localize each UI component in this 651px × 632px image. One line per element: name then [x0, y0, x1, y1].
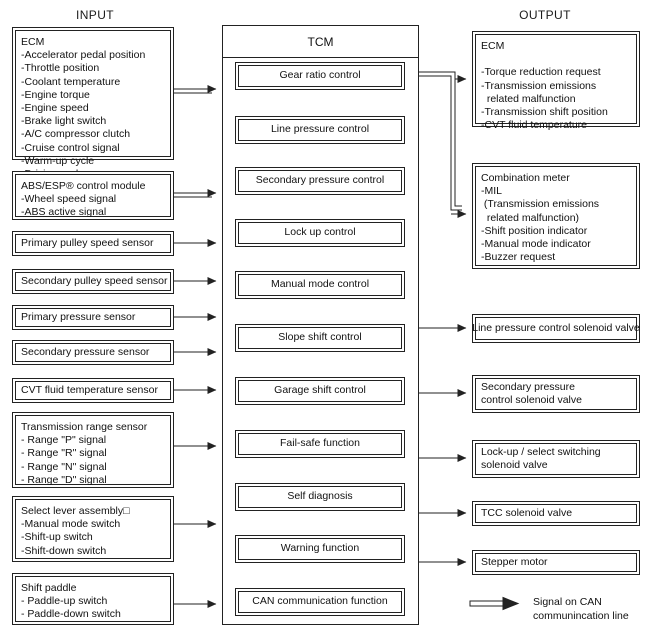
input-block-shift-paddle[interactable]: Shift paddle - Paddle-up switch - Paddle… [12, 573, 174, 625]
tcm-function-manual-mode-control-label: Manual mode control [270, 278, 370, 291]
input-block-secondary-pulley-speed-sensor-text: Secondary pulley speed sensor [21, 274, 168, 287]
output-block-combination-meter-text: Combination meter -MIL (Transmission emi… [481, 172, 600, 264]
tcm-function-secondary-pressure-control-label: Secondary pressure control [255, 174, 385, 187]
input-block-ecm-text: ECM -Accelerator pedal position -Throttl… [21, 36, 146, 180]
input-block-transmission-range-sensor-text: Transmission range sensor - Range "P" si… [21, 421, 148, 486]
tcm-function-can-communication-function-label: CAN communication function [252, 595, 388, 608]
output-block-stepper-motor[interactable]: Stepper motor [472, 550, 640, 575]
output-block-line-pressure-control-solenoid-valve[interactable]: Line pressure control solenoid valve [472, 314, 640, 343]
input-block-secondary-pulley-speed-sensor[interactable]: Secondary pulley speed sensor [12, 269, 174, 294]
output-block-secondary-pressure-control-solenoid-valve[interactable]: Secondary pressure control solenoid valv… [472, 375, 640, 413]
output-block-tcc-solenoid-valve-text: TCC solenoid valve [481, 506, 573, 519]
input-block-cvt-fluid-temperature-sensor-text: CVT fluid temperature sensor [21, 383, 158, 396]
tcm-function-slope-shift-control-label: Slope shift control [278, 331, 362, 344]
input-column-title: INPUT [76, 8, 114, 22]
output-block-secondary-pressure-control-solenoid-valve-text: Secondary pressure control solenoid valv… [481, 380, 582, 406]
output-block-line-pressure-control-solenoid-valve-text: Line pressure control solenoid valve [472, 321, 640, 334]
tcm-function-self-diagnosis-label: Self diagnosis [287, 490, 353, 503]
input-block-primary-pulley-speed-sensor[interactable]: Primary pulley speed sensor [12, 231, 174, 256]
output-block-stepper-motor-text: Stepper motor [481, 555, 548, 568]
tcm-function-line-pressure-control-label: Line pressure control [270, 123, 370, 136]
input-block-primary-pressure-sensor[interactable]: Primary pressure sensor [12, 305, 174, 330]
tcm-function-gear-ratio-control-label: Gear ratio control [279, 69, 361, 82]
input-block-abs-esp-control-module[interactable]: ABS/ESP® control module -Wheel speed sig… [12, 171, 174, 220]
input-block-ecm[interactable]: ECM -Accelerator pedal position -Throttl… [12, 27, 174, 180]
output-block-tcc-solenoid-valve[interactable]: TCC solenoid valve [472, 501, 640, 526]
tcm-title: TCM [223, 26, 418, 58]
input-block-secondary-pressure-sensor-text: Secondary pressure sensor [21, 345, 150, 358]
output-column-title: OUTPUT [519, 8, 571, 22]
tcm-function-manual-mode-control[interactable]: Manual mode control [235, 271, 405, 299]
tcm-function-slope-shift-control[interactable]: Slope shift control [235, 324, 405, 352]
input-block-select-lever-assembly[interactable]: Select lever assembly□ -Manual mode swit… [12, 496, 174, 562]
tcm-function-fail-safe-function-label: Fail-safe function [280, 437, 360, 450]
input-block-shift-paddle-text: Shift paddle - Paddle-up switch - Paddle… [21, 582, 121, 621]
input-block-cvt-fluid-temperature-sensor[interactable]: CVT fluid temperature sensor [12, 378, 174, 403]
tcm-function-line-pressure-control[interactable]: Line pressure control [235, 116, 405, 144]
tcm-function-secondary-pressure-control[interactable]: Secondary pressure control [235, 167, 405, 195]
tcm-function-self-diagnosis[interactable]: Self diagnosis [235, 483, 405, 511]
input-block-primary-pulley-speed-sensor-text: Primary pulley speed sensor [21, 236, 154, 249]
tcm-function-can-communication-function[interactable]: CAN communication function [235, 588, 405, 616]
output-block-ecm-text: ECM -Torque reduction request -Transmiss… [481, 40, 608, 132]
tcm-function-gear-ratio-control[interactable]: Gear ratio control [235, 62, 405, 90]
tcm-function-lock-up-control[interactable]: Lock up control [235, 219, 405, 247]
tcm-function-lock-up-control-label: Lock up control [284, 226, 356, 239]
legend-label: Signal on CAN communincation line [533, 596, 629, 622]
input-block-abs-esp-control-module-text: ABS/ESP® control module -Wheel speed sig… [21, 180, 146, 219]
output-block-ecm[interactable]: ECM -Torque reduction request -Transmiss… [472, 31, 640, 131]
input-block-select-lever-assembly-text: Select lever assembly□ -Manual mode swit… [21, 505, 130, 557]
tcm-function-warning-function[interactable]: Warning function [235, 535, 405, 563]
can-arrow-icon [469, 596, 520, 611]
tcm-function-garage-shift-control-label: Garage shift control [274, 384, 366, 397]
tcm-function-fail-safe-function[interactable]: Fail-safe function [235, 430, 405, 458]
output-block-lock-up-select-switching-solenoid-valve-text: Lock-up / select switching solenoid valv… [481, 445, 601, 471]
output-block-lock-up-select-switching-solenoid-valve[interactable]: Lock-up / select switching solenoid valv… [472, 440, 640, 478]
tcm-function-warning-function-label: Warning function [280, 542, 360, 555]
tcm-function-garage-shift-control[interactable]: Garage shift control [235, 377, 405, 405]
input-block-primary-pressure-sensor-text: Primary pressure sensor [21, 310, 136, 323]
input-block-transmission-range-sensor[interactable]: Transmission range sensor - Range "P" si… [12, 412, 174, 488]
input-block-secondary-pressure-sensor[interactable]: Secondary pressure sensor [12, 340, 174, 365]
output-block-combination-meter[interactable]: Combination meter -MIL (Transmission emi… [472, 163, 640, 269]
